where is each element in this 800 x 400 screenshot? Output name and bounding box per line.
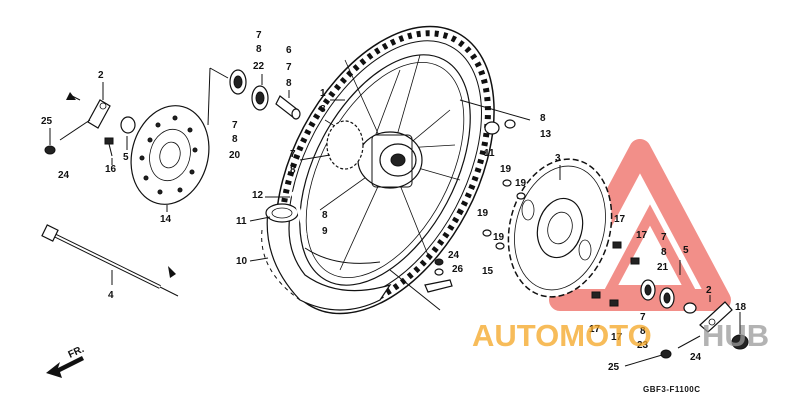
label-8-hub: 8 xyxy=(320,104,326,115)
brake-disc xyxy=(130,105,210,205)
label-5-left: 5 xyxy=(123,152,129,163)
label-18: 18 xyxy=(735,302,747,313)
rear-sprocket xyxy=(507,158,613,298)
sprocket-studs xyxy=(591,241,640,307)
sprocket-nuts xyxy=(482,179,526,250)
label-5-right: 5 xyxy=(683,245,689,256)
rear-axle xyxy=(41,224,179,297)
label-11-right: 11 xyxy=(484,148,495,159)
label-17-a: 17 xyxy=(614,214,626,225)
tire-tube-section xyxy=(261,191,392,311)
label-7-right: 7 xyxy=(661,232,667,243)
adjuster-plate-right xyxy=(660,301,749,359)
label-7-top: 7 xyxy=(256,30,262,41)
label-13: 13 xyxy=(540,129,552,140)
label-19-b: 19 xyxy=(515,178,527,189)
label-19-a: 19 xyxy=(500,164,512,175)
bearing-set-upper xyxy=(207,67,301,126)
label-8-top: 8 xyxy=(256,44,262,55)
label-8-band: 8 xyxy=(322,210,328,221)
label-19-d: 19 xyxy=(493,232,505,243)
label-23: 23 xyxy=(637,340,649,351)
disc-bolt xyxy=(104,137,114,157)
label-8-mid: 8 xyxy=(232,134,238,145)
label-20: 20 xyxy=(229,150,241,161)
label-24-valve: 24 xyxy=(448,250,460,261)
label-7-hubside: 7 xyxy=(290,149,296,160)
part-number-labels: 2 25 24 5 16 14 7 8 22 7 8 20 6 7 8 1 8 … xyxy=(41,30,747,373)
label-17-c: 17 xyxy=(589,324,601,335)
watermark-part1: AUTOMOTO xyxy=(472,318,652,353)
front-direction-arrow-icon xyxy=(46,356,84,378)
label-9: 9 xyxy=(322,226,328,237)
label-26: 26 xyxy=(452,264,464,275)
valve-stem xyxy=(389,258,453,311)
label-8-valve: 8 xyxy=(540,113,546,124)
rim-band xyxy=(304,247,381,264)
label-6: 6 xyxy=(286,45,292,56)
label-17-b: 17 xyxy=(636,230,648,241)
watermark-text: AUTOMOTO HUB xyxy=(472,318,769,353)
label-21: 21 xyxy=(657,262,669,273)
label-14: 14 xyxy=(160,214,172,225)
label-16: 16 xyxy=(105,164,117,175)
label-8-right: 8 xyxy=(661,247,667,258)
label-24-right: 24 xyxy=(690,352,702,363)
label-7-mid: 7 xyxy=(232,120,238,131)
rear-tire xyxy=(275,25,495,315)
label-7-lower: 7 xyxy=(640,312,646,323)
label-1: 1 xyxy=(320,88,326,99)
label-25-right: 25 xyxy=(608,362,620,373)
label-24-left: 24 xyxy=(58,170,70,181)
bearing-set-lower xyxy=(640,279,697,314)
label-22: 22 xyxy=(253,61,265,72)
diagram-code: GBF3-F1100C xyxy=(643,385,701,394)
leader-lines xyxy=(49,74,741,367)
label-15: 15 xyxy=(482,266,494,277)
valve-parts xyxy=(459,99,531,135)
label-19-c: 19 xyxy=(477,208,489,219)
label-2-right: 2 xyxy=(706,285,712,296)
label-25-left: 25 xyxy=(41,116,53,127)
watermark-part2: HUB xyxy=(702,318,769,353)
label-8-lower: 8 xyxy=(640,326,646,337)
label-8-collar: 8 xyxy=(286,78,292,89)
label-4: 4 xyxy=(108,290,114,301)
label-10: 10 xyxy=(236,256,248,267)
label-7-collar: 7 xyxy=(286,62,292,73)
label-3: 3 xyxy=(555,153,561,164)
direction-label: FR. xyxy=(67,344,86,361)
label-12: 12 xyxy=(252,190,264,201)
label-8-hubside: 8 xyxy=(290,165,296,176)
label-11-left: 11 xyxy=(236,216,247,227)
label-17-d: 17 xyxy=(611,332,623,343)
label-2-left: 2 xyxy=(98,70,104,81)
adjuster-plate-left xyxy=(44,92,136,155)
